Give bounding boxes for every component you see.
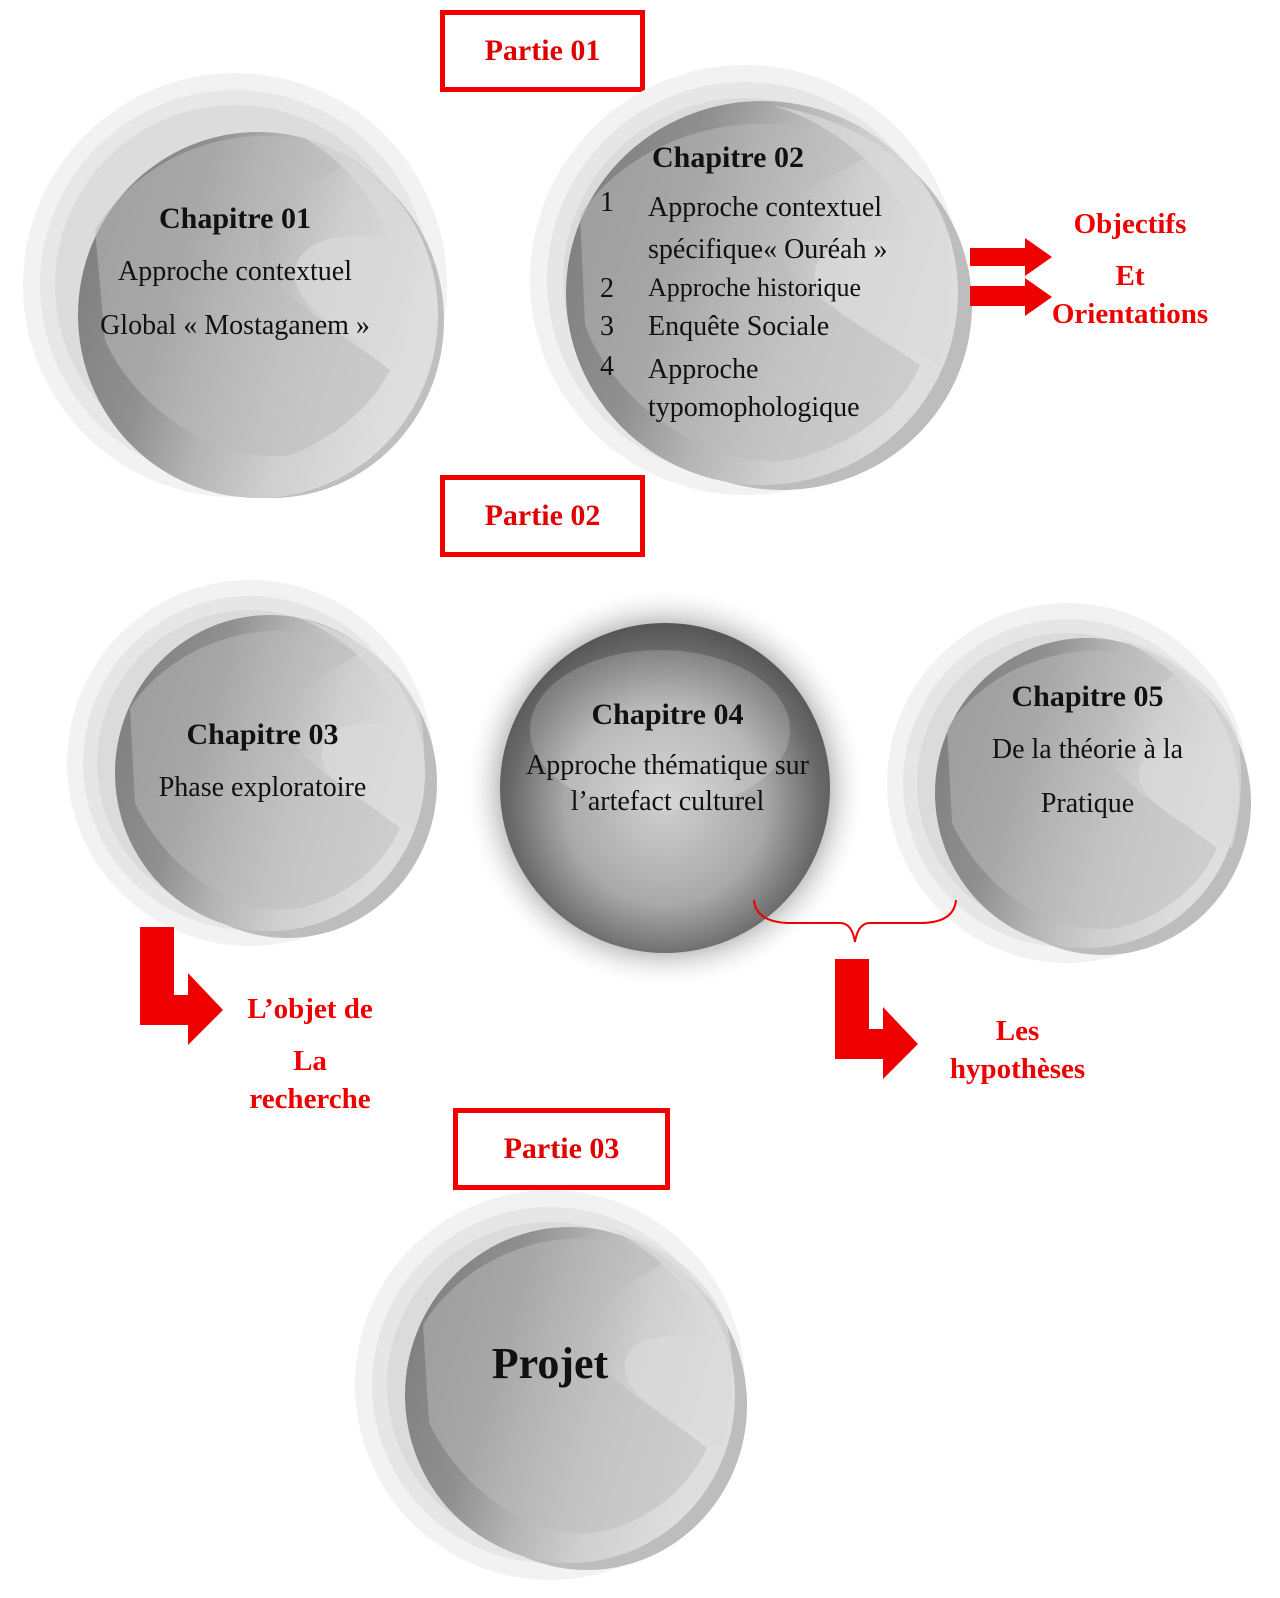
chapitre-02-item-4: 4 Approche typomophologique (600, 351, 980, 427)
chapitre-03-node: Chapitre 03 Phase exploratoire (65, 578, 450, 963)
chapitre-02-item-2: 2 Approche historique (600, 273, 980, 305)
chapitre-04-line2: l’artefact culturel (570, 786, 765, 817)
objet-label: L’objet de La recherche (220, 990, 400, 1118)
item-text: Approche historique (648, 273, 862, 302)
chapitre-05-line2: Pratique (1040, 788, 1135, 819)
item-number: 4 (600, 351, 614, 382)
chapitre-04-node: Chapitre 04 Approche thématique sur l’ar… (460, 580, 865, 990)
chapitre-05-title: Chapitre 05 (1011, 680, 1164, 713)
objectifs-arrows (970, 238, 1052, 316)
objet-line3: recherche (249, 1083, 371, 1115)
chapitre-01-line2: Global « Mostaganem » (100, 310, 370, 341)
hypotheses-line1: Les (995, 1015, 1040, 1047)
chapitre-03-line1: Phase exploratoire (158, 772, 367, 803)
objet-line1: L’objet de (247, 993, 373, 1025)
objectifs-line2: Et (1115, 260, 1145, 292)
objet-arrow (140, 927, 223, 1045)
chapitre-03-title: Chapitre 03 (186, 718, 339, 751)
chapitre-02-title: Chapitre 02 (652, 141, 804, 174)
partie-01-box: Partie 01 (440, 10, 645, 92)
chapitre-04-line1: Approche thématique sur (525, 750, 810, 781)
objectifs-label: Objectifs Et Orientations (1040, 205, 1220, 333)
item-number: 1 (600, 187, 614, 218)
chapitre-01-node: Chapitre 01 Approche contextuel Global «… (10, 70, 450, 510)
chapitre-02-item-3: 3 Enquête Sociale (600, 311, 980, 343)
chapitre-01-title: Chapitre 01 (159, 202, 311, 235)
objet-line2: La (293, 1045, 327, 1077)
item-text: Enquête Sociale (648, 311, 830, 342)
chapitre-05-node: Chapitre 05 De la théorie à la Pratique (885, 598, 1265, 978)
projet-node: Projet (355, 1180, 755, 1590)
chapitre-02-item-1: 1 Approche contextuel spécifique« Ouréah… (600, 187, 980, 271)
chapitre-02-node: Chapitre 02 1 Approche contextuel spécif… (490, 65, 1010, 505)
chapitre-04-title: Chapitre 04 (591, 698, 744, 731)
hypotheses-line2: hypothèses (949, 1053, 1086, 1085)
item-number: 2 (600, 273, 614, 304)
partie-03-box: Partie 03 (453, 1108, 670, 1190)
hypotheses-arrow (835, 959, 918, 1079)
chapitre-05-line1: De la théorie à la (991, 734, 1184, 765)
objectifs-line3: Orientations (1051, 298, 1209, 330)
hypotheses-label: Les hypothèses (925, 1012, 1110, 1088)
chapitre-01-line1: Approche contextuel (117, 256, 353, 287)
item-number: 3 (600, 311, 614, 342)
item-text: Approche contextuel spécifique« Ouréah » (648, 192, 888, 265)
partie-02-box: Partie 02 (440, 475, 645, 557)
hypotheses-brace (753, 899, 957, 943)
objectifs-line1: Objectifs (1073, 208, 1187, 240)
projet-title: Projet (491, 1339, 609, 1388)
item-text: Approche typomophologique (648, 354, 860, 423)
